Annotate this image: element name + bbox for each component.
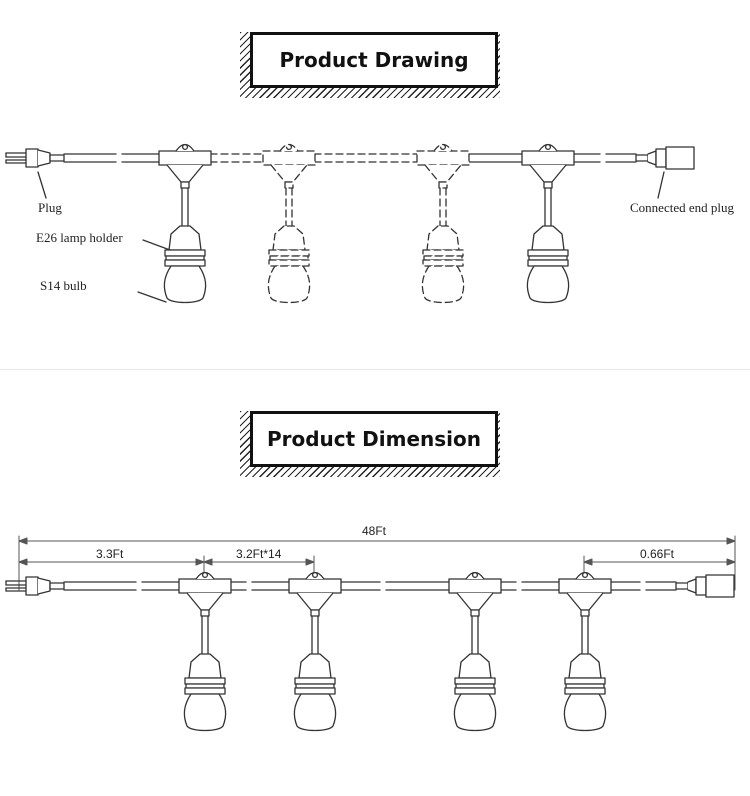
plug-icon <box>5 148 65 168</box>
drawing-socket-4 <box>521 143 575 304</box>
drawing-socket-2 <box>262 143 316 304</box>
end-plug-icon <box>675 574 735 598</box>
product-drawing-title: Product Drawing <box>250 32 498 88</box>
product-dimension-title: Product Dimension <box>250 411 498 467</box>
plug-label: Plug <box>38 200 62 215</box>
dimension-socket-3 <box>448 571 502 732</box>
first-spacing-label: 3.3Ft <box>96 547 124 561</box>
product-dimension-header: Product Dimension <box>240 411 500 477</box>
drawing-socket-3 <box>416 143 470 304</box>
dimension-socket-4 <box>558 571 612 732</box>
dimension-cable <box>63 581 677 591</box>
dimension-socket-2 <box>288 571 342 732</box>
end-plug-label: Connected end plug <box>630 200 734 215</box>
dimension-lines <box>18 535 736 591</box>
lamp-holder-label: E26 lamp holder <box>36 230 123 245</box>
plug-icon <box>5 576 65 596</box>
product-drawing-header: Product Drawing <box>240 32 500 98</box>
drawing-socket-1 <box>158 143 212 304</box>
bulb-spacing-label: 3.2Ft*14 <box>236 547 282 561</box>
bulb-label: S14 bulb <box>40 278 87 293</box>
section-divider <box>0 369 750 370</box>
total-length-label: 48Ft <box>362 524 387 538</box>
drawing-cable <box>63 153 637 163</box>
end-lead-label: 0.66Ft <box>640 547 675 561</box>
drawing-leader-lines <box>37 171 665 303</box>
end-plug-icon <box>635 146 695 170</box>
dimension-socket-1 <box>178 571 232 732</box>
